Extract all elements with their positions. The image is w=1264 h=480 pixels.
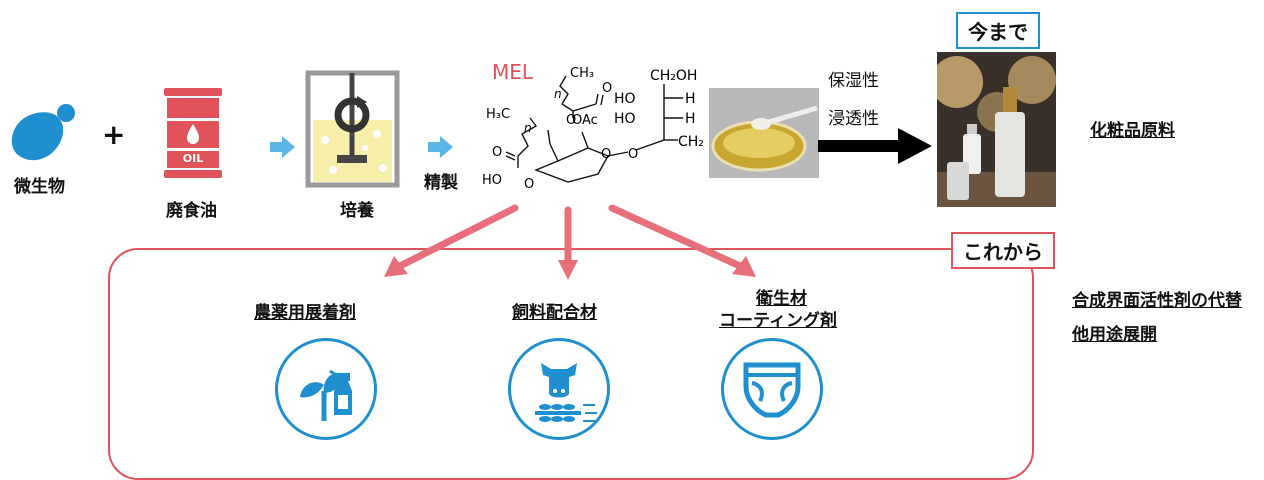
svg-text:HO: HO	[614, 91, 636, 107]
svg-text:O: O	[628, 147, 638, 162]
svg-text:H: H	[685, 91, 696, 107]
plus-sign: +	[102, 118, 126, 151]
oil-text: OIL	[183, 152, 203, 165]
arrow-head-right	[732, 256, 756, 277]
app-label-hygiene-2: コーティング剤	[719, 311, 837, 331]
feed-livestock-icon	[508, 338, 610, 440]
purify-label: 精製	[424, 173, 458, 193]
process-arrow-icon	[428, 136, 453, 158]
cosmetics-use-label: 化粧品原料	[1090, 121, 1175, 141]
culture-tank-icon	[305, 70, 400, 188]
svg-text:O: O	[602, 81, 612, 96]
svg-text:HO: HO	[614, 111, 636, 127]
note-replacement: 合成界面活性剤の代替	[1072, 291, 1242, 311]
penetration-label: 浸透性	[828, 109, 879, 129]
microbe-label: 微生物	[14, 177, 65, 197]
arrow-head-center	[558, 260, 578, 280]
agro-spray-icon	[275, 338, 377, 440]
app-label-agro: 農薬用展着剤	[254, 303, 356, 323]
note-other-uses: 他用途展開	[1072, 325, 1157, 345]
mel-structure-diagram: CH₃ n O O OAc OAc H₃C n O HO O O O CH₂OH…	[482, 66, 704, 192]
future-tag: これから	[951, 232, 1055, 269]
svg-text:H₃C: H₃C	[486, 107, 510, 122]
svg-text:O: O	[492, 145, 502, 160]
big-arrow-icon	[818, 128, 932, 164]
moisturizing-label: 保湿性	[828, 71, 879, 91]
current-tag: 今まで	[956, 12, 1040, 49]
arrow-head-left	[384, 256, 408, 277]
svg-text:H: H	[685, 111, 696, 127]
process-arrow-icon	[270, 136, 295, 158]
svg-text:CH₂: CH₂	[678, 134, 704, 150]
svg-text:HO: HO	[482, 173, 502, 188]
branch-arrows	[384, 204, 756, 280]
microbe-icon	[11, 104, 75, 161]
svg-text:n: n	[524, 121, 532, 135]
waste-oil-label: 廃食油	[166, 201, 217, 221]
mel-label: MEL	[492, 60, 534, 84]
svg-text:n: n	[554, 87, 562, 101]
svg-text:OAc: OAc	[572, 113, 598, 128]
petri-dish-photo	[709, 88, 819, 178]
svg-text:O: O	[566, 113, 576, 128]
app-label-hygiene-1: 衛生材	[756, 289, 807, 309]
svg-text:O: O	[524, 177, 534, 192]
cosmetics-photo	[937, 52, 1056, 207]
diaper-icon	[721, 338, 823, 440]
svg-text:O: O	[601, 147, 611, 162]
culture-label: 培養	[340, 201, 374, 221]
svg-text:CH₂OH: CH₂OH	[650, 68, 697, 84]
svg-text:CH₃: CH₃	[570, 66, 594, 81]
oil-drum-icon: OIL	[164, 88, 222, 178]
app-label-feed: 飼料配合材	[512, 303, 597, 323]
